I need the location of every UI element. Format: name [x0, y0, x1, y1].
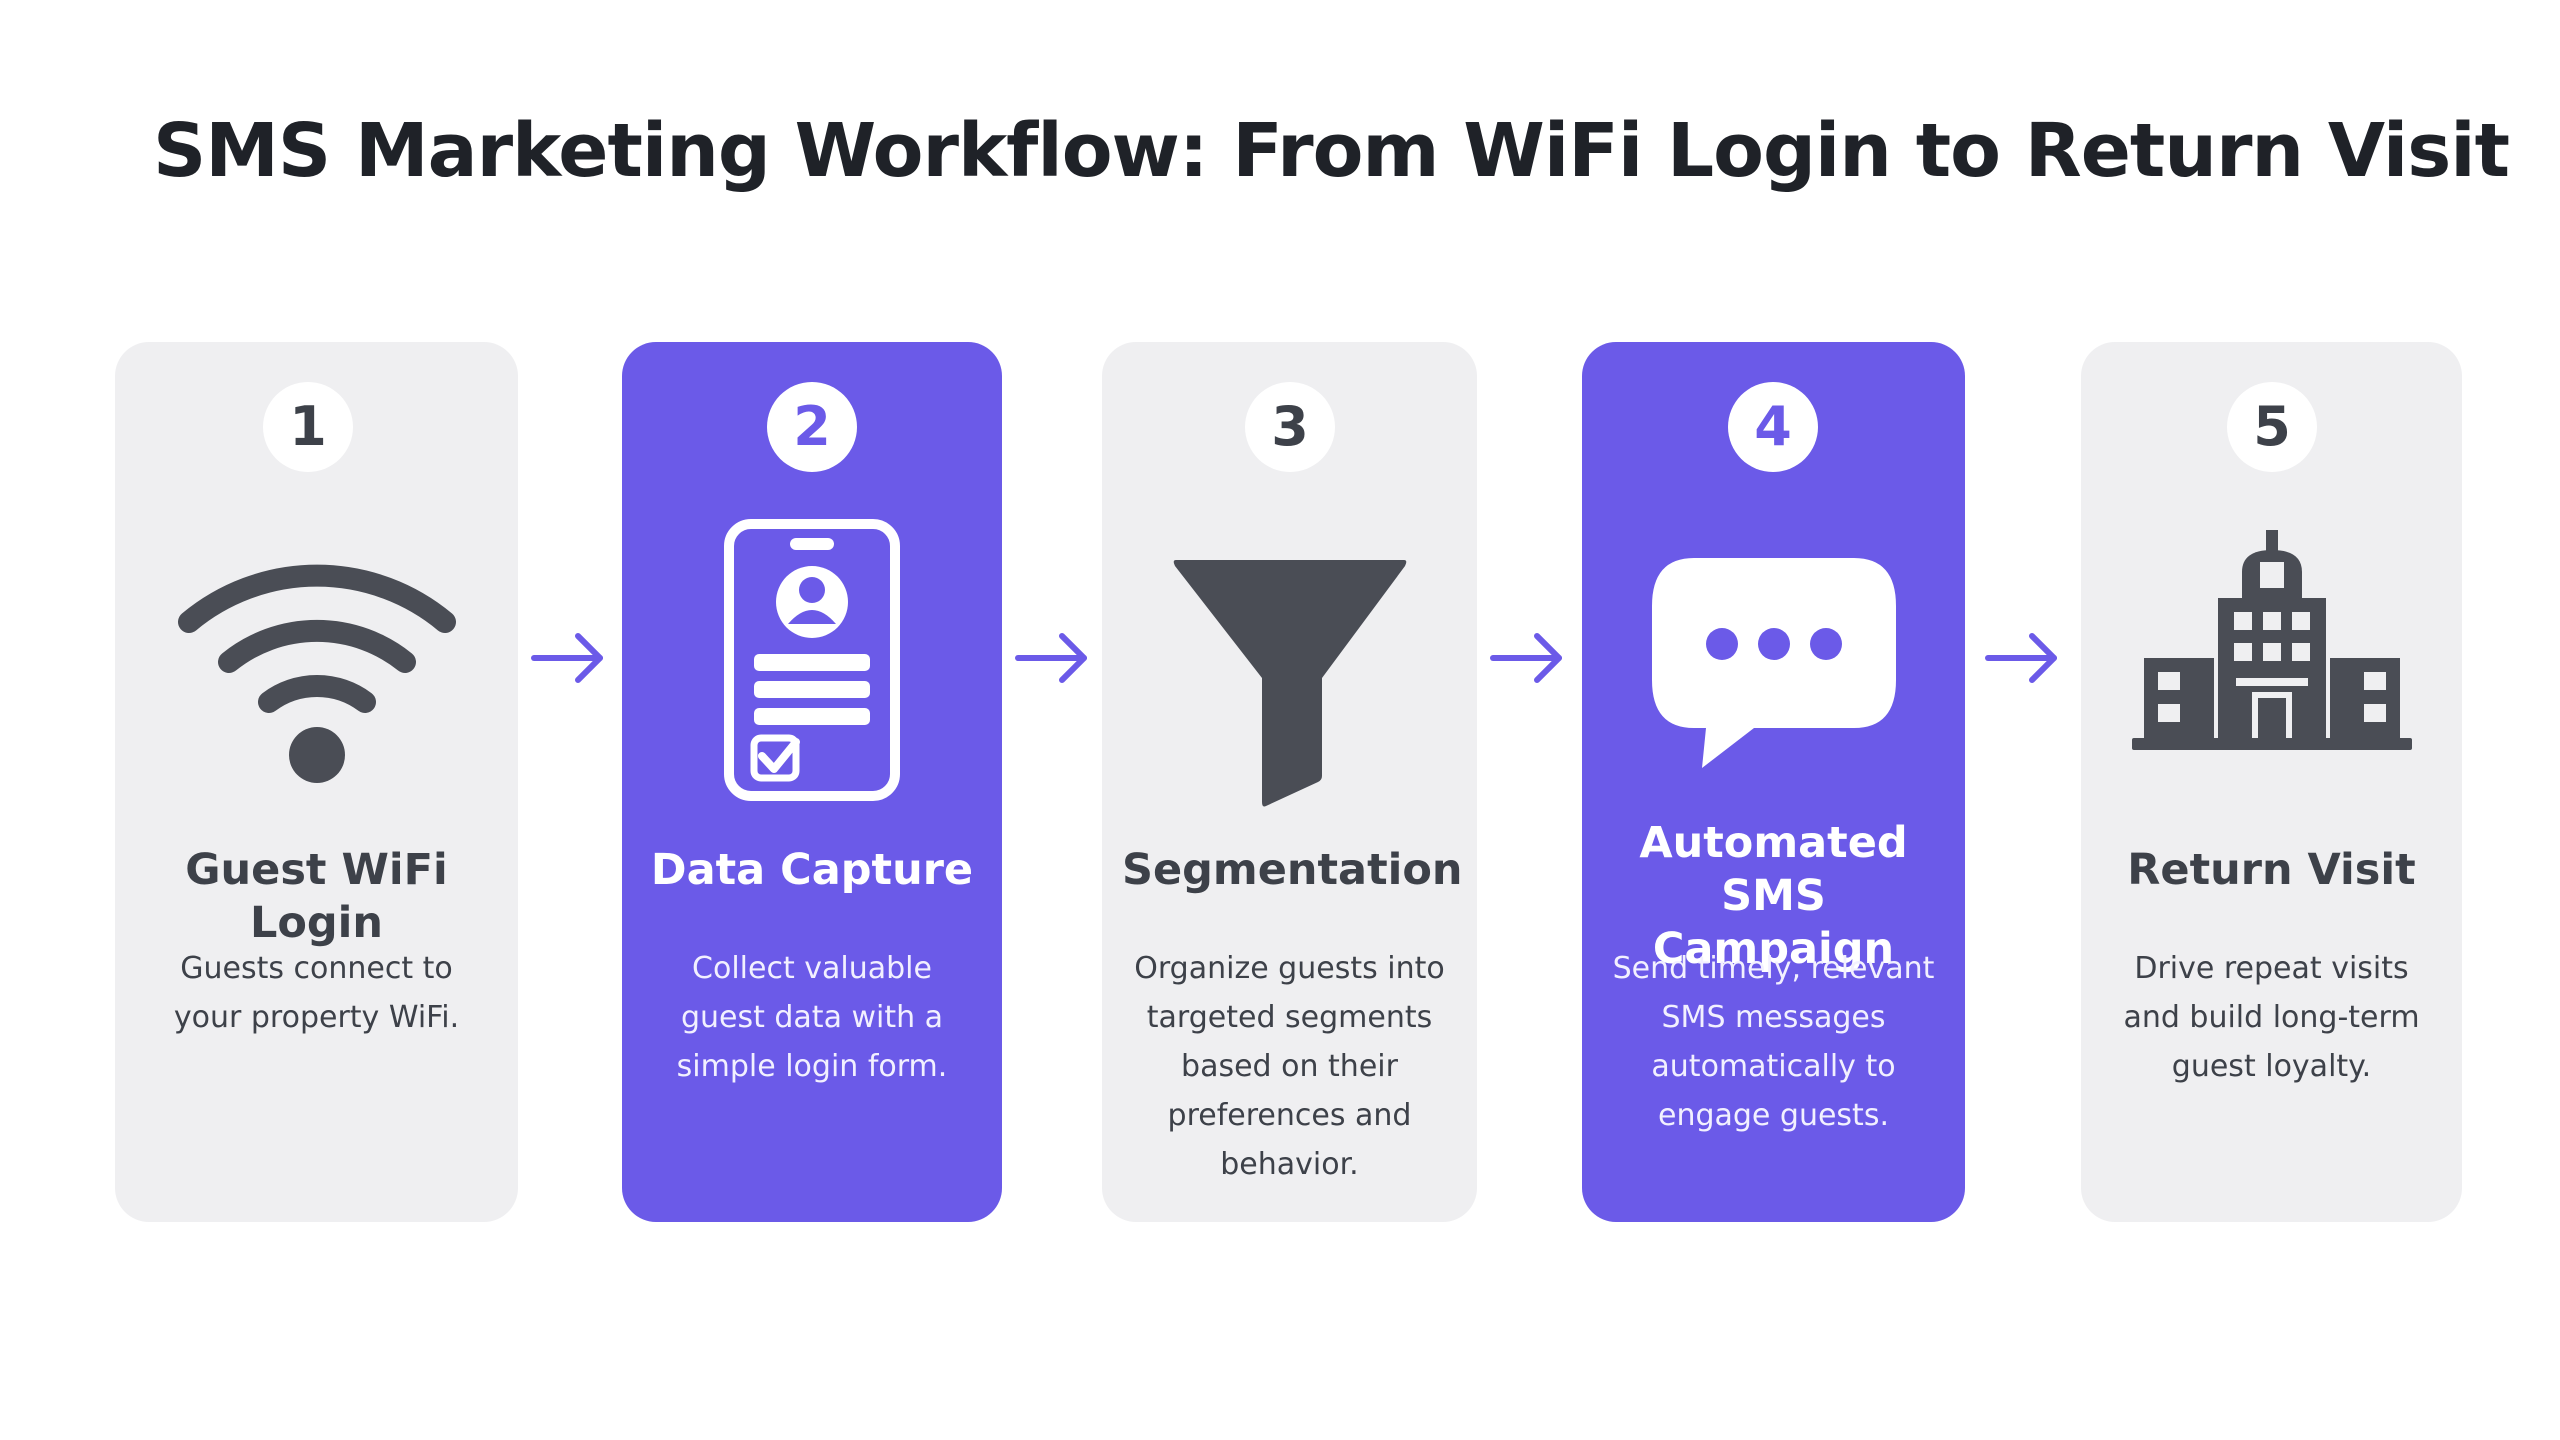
step-title: Guest WiFi Login — [185, 845, 448, 948]
step-number-badge: 3 — [1245, 382, 1335, 472]
step-card-automated-sms-campaign: 4 Automated SMS Campaign Send timely, re… — [1582, 342, 1965, 1222]
step-title: Segmentation — [1122, 845, 1463, 895]
funnel-icon — [1150, 510, 1430, 810]
step-number-badge: 4 — [1728, 382, 1818, 472]
step-title: Return Visit — [2127, 845, 2416, 895]
id-card-form-icon — [672, 510, 952, 810]
step-description: Drive repeat visits and build long-term … — [2123, 951, 2420, 1084]
step-title: Automated SMS Campaign — [1639, 818, 1908, 974]
step-description: Collect valuable guest data with a simpl… — [676, 951, 948, 1084]
step-description: Guests connect to your property WiFi. — [173, 951, 460, 1035]
wifi-icon — [177, 510, 457, 810]
chat-bubble-icon — [1634, 510, 1914, 810]
step-title: Data Capture — [650, 845, 974, 895]
step-card-segmentation: 3 Segmentation Organize guests into targ… — [1102, 342, 1477, 1222]
page-title: SMS Marketing Workflow: From WiFi Login … — [153, 108, 2510, 194]
step-number-badge: 1 — [263, 382, 353, 472]
arrow-right-icon — [528, 628, 608, 688]
hotel-building-icon — [2131, 510, 2412, 810]
arrow-right-icon — [1012, 628, 1092, 688]
step-description: Organize guests into targeted segments b… — [1134, 951, 1445, 1182]
step-description: Send timely, relevant SMS messages autom… — [1612, 951, 1935, 1133]
step-number-badge: 5 — [2227, 382, 2317, 472]
step-card-guest-wifi-login: 1 Guest WiFi Login Guests connect to you… — [115, 342, 518, 1222]
arrow-right-icon — [1982, 628, 2062, 688]
step-card-data-capture: 2 Data Capture Collect valuable guest da… — [622, 342, 1002, 1222]
step-number-badge: 2 — [767, 382, 857, 472]
step-card-return-visit: 5 — [2081, 342, 2462, 1222]
arrow-right-icon — [1487, 628, 1567, 688]
